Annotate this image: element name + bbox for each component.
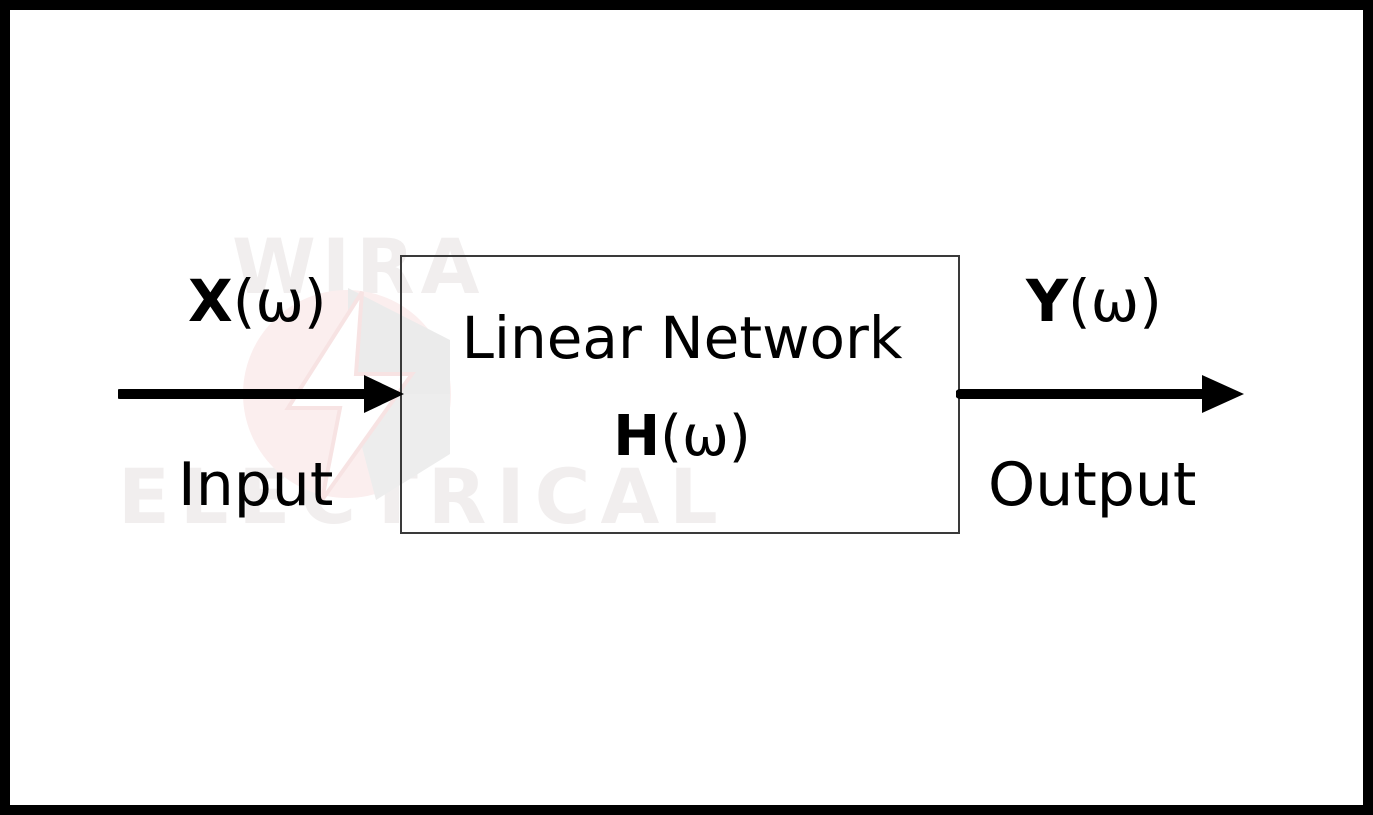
output-signal-label: Y(ω) [1026, 272, 1162, 330]
linear-network-block: Linear Network H(ω) [400, 255, 960, 534]
output-signal-symbol: Y [1026, 267, 1068, 335]
transfer-function-arg: (ω) [660, 404, 751, 469]
transfer-function-label: H(ω) [402, 409, 962, 465]
input-port-label: Input [178, 450, 334, 520]
output-signal-arg: (ω) [1068, 267, 1162, 335]
input-signal-symbol: X [188, 267, 233, 335]
transfer-function-symbol: H [613, 404, 661, 469]
input-signal-label: X(ω) [188, 272, 327, 330]
input-signal-arg: (ω) [232, 267, 327, 335]
output-port-label: Output [988, 450, 1197, 520]
linear-network-title: Linear Network [461, 304, 903, 372]
input-arrow-icon [118, 375, 404, 413]
output-arrow-icon [956, 375, 1244, 413]
